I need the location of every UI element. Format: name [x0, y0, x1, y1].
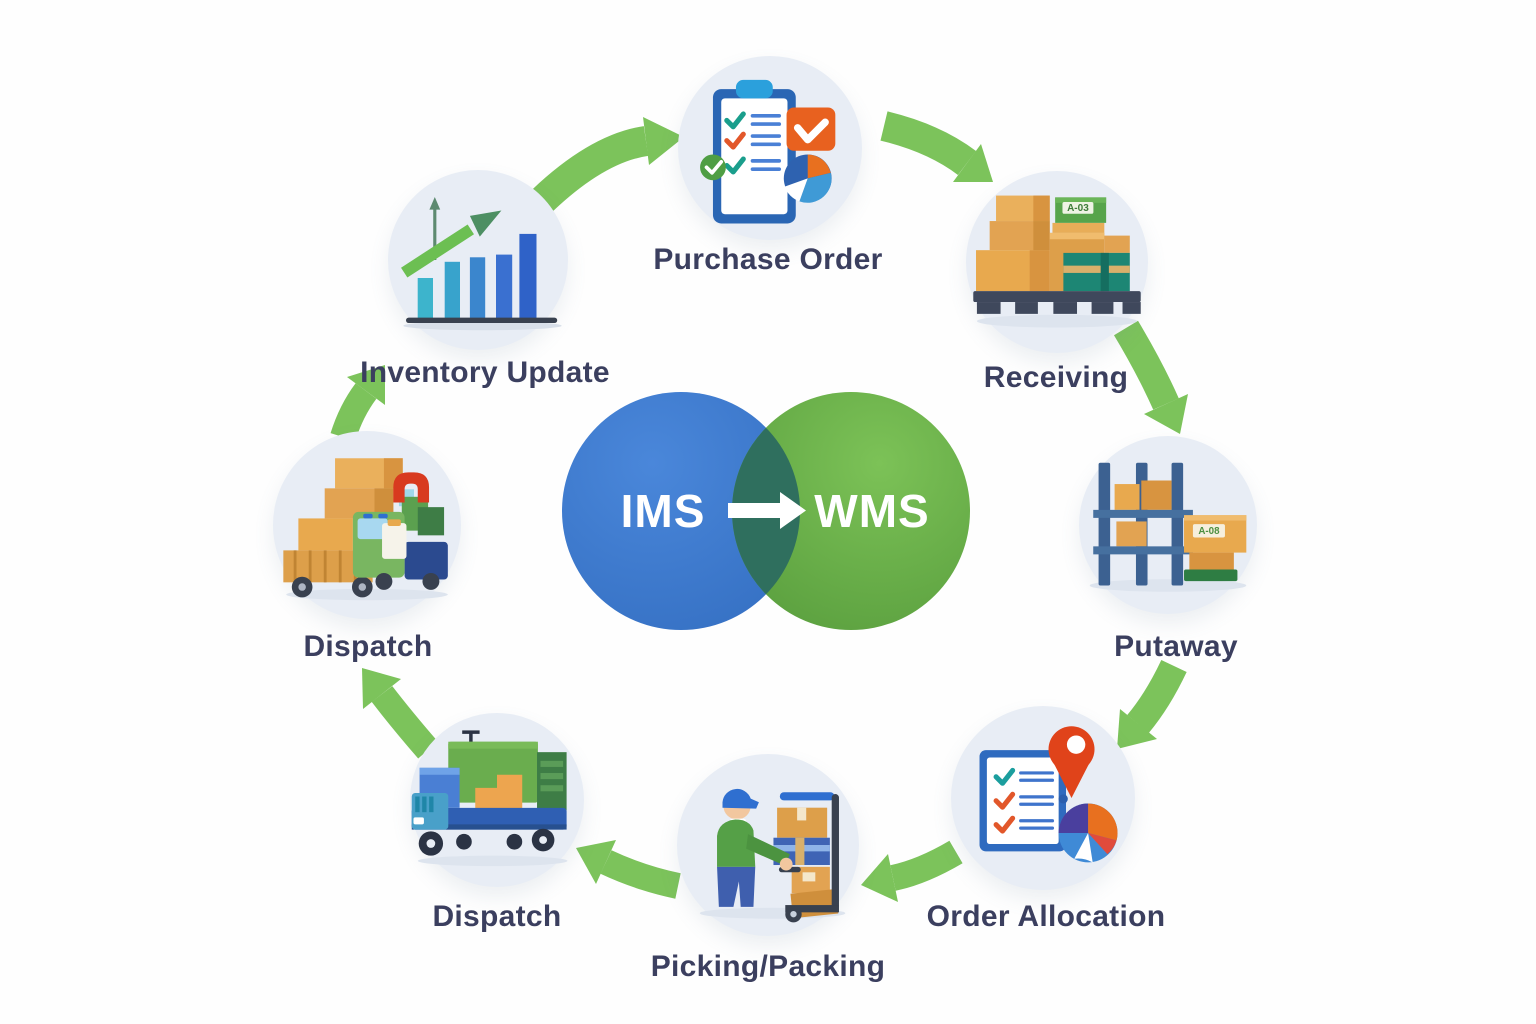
station-label-inventory-update: Inventory Update [360, 356, 610, 389]
dispatch-truck-icon [410, 713, 584, 887]
purchase-order-icon [678, 56, 862, 240]
wms-circle [732, 392, 970, 630]
arrow-picking-to-dispatch [576, 840, 681, 899]
arrow-order-allocation-to-picking [861, 840, 963, 902]
wms-label: WMS [814, 485, 929, 537]
inventory-update-icon [388, 170, 568, 350]
ims-to-wms-arrow-icon [728, 492, 806, 529]
receiving-box-tag: A-03 [1067, 203, 1089, 214]
receiving-icon: A-03 [966, 171, 1148, 353]
station-label-putaway: Putaway [1114, 630, 1238, 663]
station-label-dispatch-loading: Dispatch [303, 630, 433, 663]
station-label-dispatch-truck: Dispatch [432, 900, 562, 933]
station-label-order-allocation: Order Allocation [926, 900, 1166, 933]
venn-circles [562, 392, 970, 630]
order-allocation-icon [951, 706, 1135, 890]
dispatch-loading-icon [273, 431, 461, 619]
station-label-picking-packing: Picking/Packing [650, 950, 886, 983]
station-label-purchase-order: Purchase Order [653, 243, 883, 276]
ims-label: IMS [621, 485, 706, 537]
picking-packing-icon [677, 754, 859, 936]
station-label-receiving: Receiving [983, 361, 1129, 394]
putaway-box-tag: A-08 [1198, 526, 1220, 537]
putaway-icon: A-08 [1079, 436, 1257, 614]
ims-wms-venn: IMS WMS [540, 368, 1000, 658]
ims-circle [562, 392, 800, 630]
